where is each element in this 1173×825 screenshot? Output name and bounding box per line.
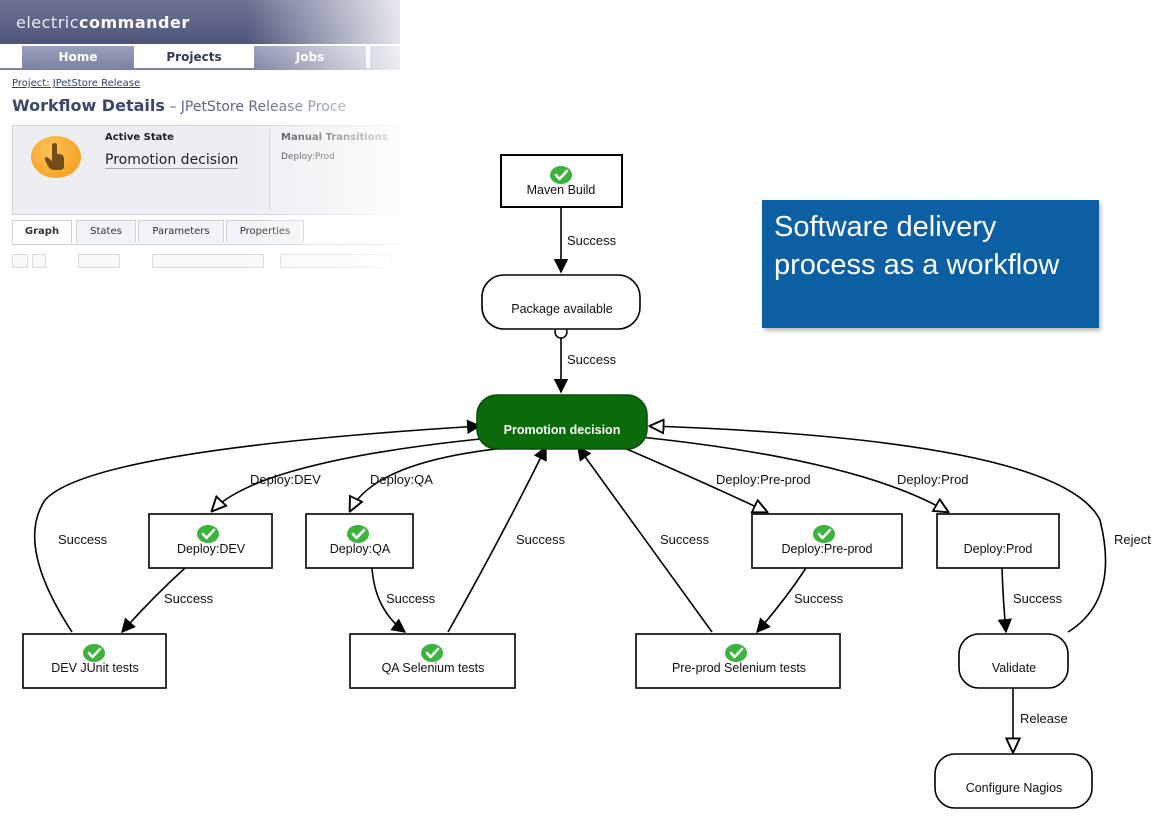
svg-text:Maven Build: Maven Build xyxy=(527,183,596,197)
node-deploy-preprod[interactable]: Deploy:Pre-prod xyxy=(751,513,903,569)
edge-promotion-to-deploy-prod xyxy=(639,436,948,512)
edge-deploy-preprod-to-selenium xyxy=(756,567,807,634)
success-check-icon xyxy=(723,642,749,664)
success-check-icon xyxy=(195,523,221,545)
callout-text: Software delivery process as a workflow xyxy=(774,211,1060,281)
edge-promotion-to-deploy-preprod xyxy=(621,446,767,512)
success-check-icon xyxy=(345,523,371,545)
node-preprod-selenium-tests[interactable]: Pre-prod Selenium tests xyxy=(635,633,841,689)
node-dev-junit-tests[interactable]: DEV JUnit tests xyxy=(22,633,167,689)
svg-text:Package available: Package available xyxy=(511,302,613,316)
edge-deploy-qa-to-selenium xyxy=(371,567,407,633)
success-check-icon xyxy=(548,164,574,186)
svg-text:Promotion decision: Promotion decision xyxy=(504,423,621,437)
edge-promotion-to-deploy-dev xyxy=(212,436,501,511)
svg-text:Deploy:QA: Deploy:QA xyxy=(330,542,391,556)
edge-label-success: Success xyxy=(794,591,844,606)
node-deploy-dev[interactable]: Deploy:DEV xyxy=(148,513,273,569)
edge-label-reject: Reject xyxy=(1114,532,1151,547)
edge-label-success: Success xyxy=(386,591,436,606)
callout-box: Software delivery process as a workflow xyxy=(762,200,1099,328)
edge-label-success: Success xyxy=(164,591,214,606)
node-validate[interactable]: Validate xyxy=(958,633,1069,689)
edge-label-deploy-prod: Deploy:Prod xyxy=(897,472,969,487)
node-package-available[interactable]: Package available xyxy=(481,274,641,330)
success-check-icon xyxy=(811,523,837,545)
edge-qa-selenium-to-promotion xyxy=(447,445,547,633)
edge-validate-reject-to-promotion xyxy=(650,426,1107,633)
edge-junit-to-promotion xyxy=(33,419,482,633)
edge-preprod-selenium-to-promotion xyxy=(577,445,713,633)
edge-label-deploy-dev: Deploy:DEV xyxy=(250,472,321,487)
edge-label-success: Success xyxy=(58,532,108,547)
svg-text:Validate: Validate xyxy=(992,661,1036,675)
edge-label-success: Success xyxy=(516,532,566,547)
svg-text:QA Selenium tests: QA Selenium tests xyxy=(382,661,485,675)
svg-text:Configure Nagios: Configure Nagios xyxy=(966,781,1063,795)
node-deploy-qa[interactable]: Deploy:QA xyxy=(305,513,414,569)
node-qa-selenium-tests[interactable]: QA Selenium tests xyxy=(349,633,516,689)
edge-label-deploy-preprod: Deploy:Pre-prod xyxy=(716,472,811,487)
svg-text:Deploy:DEV: Deploy:DEV xyxy=(177,542,246,556)
edge-label-release: Release xyxy=(1020,711,1068,726)
edge-label-deploy-qa: Deploy:QA xyxy=(370,472,433,487)
edge-deploy-dev-to-junit xyxy=(121,567,186,634)
svg-text:DEV JUnit tests: DEV JUnit tests xyxy=(51,661,139,675)
success-check-icon xyxy=(81,642,107,664)
node-configure-nagios[interactable]: Configure Nagios xyxy=(934,753,1093,809)
edge-label-success: Success xyxy=(567,352,617,367)
success-check-icon xyxy=(419,642,445,664)
node-deploy-prod[interactable]: Deploy:Prod xyxy=(936,513,1060,569)
edge-label-success: Success xyxy=(1013,591,1063,606)
edge-label-success: Success xyxy=(660,532,710,547)
edge-deploy-prod-to-validate xyxy=(997,567,1012,634)
svg-text:Pre-prod Selenium tests: Pre-prod Selenium tests xyxy=(672,661,806,675)
svg-text:Deploy:Prod: Deploy:Prod xyxy=(964,542,1033,556)
edge-label-success: Success xyxy=(567,233,617,248)
node-maven-build[interactable]: Maven Build xyxy=(500,154,623,208)
node-promotion-decision[interactable]: Promotion decision xyxy=(476,394,648,450)
svg-text:Deploy:Pre-prod: Deploy:Pre-prod xyxy=(781,542,872,556)
edge-promotion-to-deploy-qa xyxy=(350,446,516,511)
